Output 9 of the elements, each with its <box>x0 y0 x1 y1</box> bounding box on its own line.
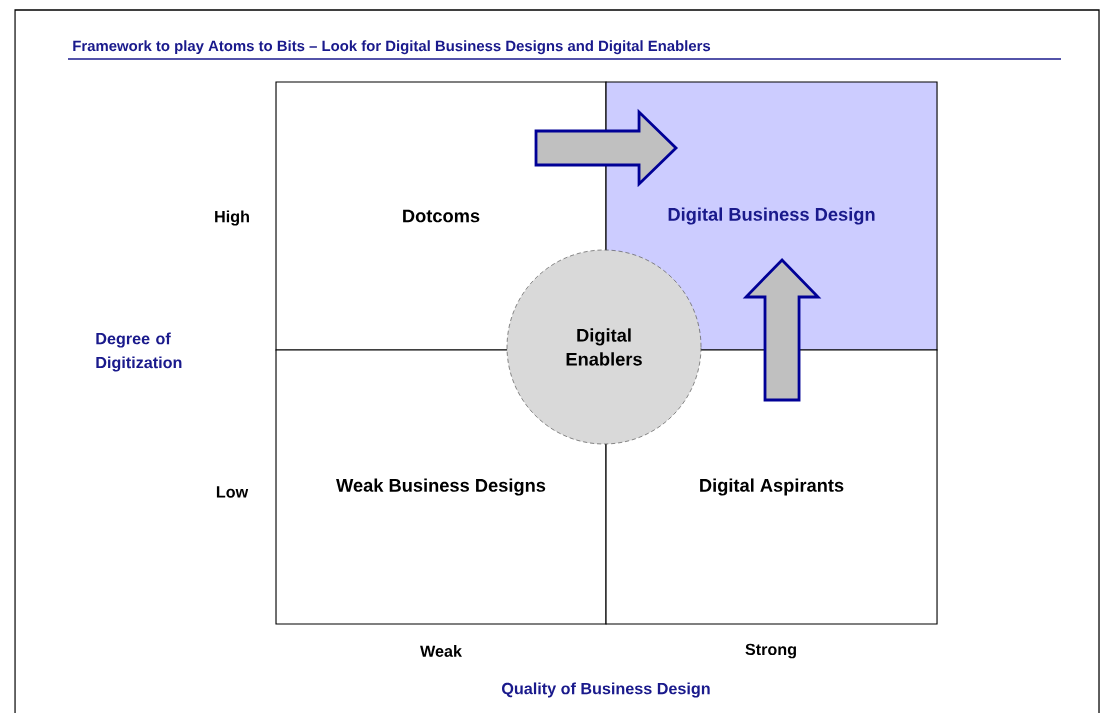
axis-label: Low <box>216 486 249 498</box>
axis-label: Weak <box>420 645 462 657</box>
axis-label: Quality of Business Design <box>502 682 710 698</box>
axis-label: Strong <box>745 643 796 659</box>
axis-label: High <box>215 210 249 226</box>
axis-label: Degree of Digitization <box>96 332 182 372</box>
block-arrow <box>742 258 822 402</box>
title: Framework to play Atoms to Bits – Look for Digital Business Designs and Digital Enablers <box>73 40 711 55</box>
block-arrow <box>534 108 679 188</box>
